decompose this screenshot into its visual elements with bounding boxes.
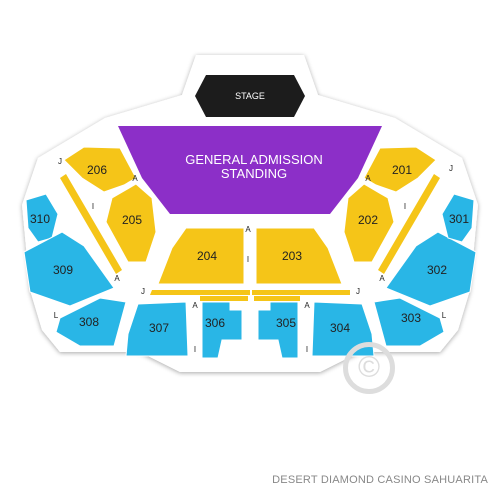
section-general-admission[interactable]: GENERAL ADMISSION STANDING — [118, 126, 382, 214]
ga-label-line1: GENERAL ADMISSION — [185, 152, 323, 167]
section-302-label: 302 — [427, 263, 447, 277]
aisle-label-i: I — [92, 202, 94, 211]
section-301[interactable]: 301 — [441, 193, 475, 243]
aisle-label-j: J — [58, 157, 62, 166]
section-204[interactable]: 204 — [157, 227, 245, 285]
aisle-label-a: A — [114, 274, 120, 283]
aisle-label-i: I — [306, 345, 308, 354]
aisle-label-i: I — [194, 345, 196, 354]
section-305[interactable]: 305 — [257, 301, 299, 359]
aisle-label-a: A — [365, 174, 371, 183]
section-302[interactable]: 302 — [385, 231, 477, 307]
section-306[interactable]: 306 — [201, 301, 243, 359]
aisle-label-a: A — [245, 225, 251, 234]
section-304-label: 304 — [330, 321, 350, 335]
aisle-label-j: J — [449, 164, 453, 173]
venue-name: DESERT DIAMOND CASINO SAHUARITA — [272, 474, 488, 486]
aisle-label-l: L — [54, 311, 59, 320]
section-205[interactable]: 205 — [105, 183, 157, 263]
aisle-label-j: J — [356, 287, 360, 296]
copyright-watermark-icon: © — [343, 342, 395, 394]
section-303-label: 303 — [401, 311, 421, 325]
section-310[interactable]: 310 — [25, 193, 59, 243]
aisle-label-i: I — [247, 255, 249, 264]
aisle-label-a: A — [379, 274, 385, 283]
section-203[interactable]: 203 — [255, 227, 343, 285]
section-203-label: 203 — [282, 249, 302, 263]
walkway-strips — [60, 174, 440, 301]
section-206-label: 206 — [87, 163, 107, 177]
aisle-label-l: L — [442, 311, 447, 320]
ga-label-line2: STANDING — [221, 166, 287, 181]
section-306-label: 306 — [205, 316, 225, 330]
section-308-label: 308 — [79, 315, 99, 329]
section-310-label: 310 — [30, 212, 50, 226]
section-305-label: 305 — [276, 316, 296, 330]
section-206[interactable]: 206 — [63, 146, 137, 193]
aisle-markers: J A I A I A I J A J L A I A I A J L — [54, 157, 453, 354]
section-307[interactable]: 307 — [125, 301, 189, 357]
section-309[interactable]: 309 — [23, 231, 115, 307]
section-202[interactable]: 202 — [343, 183, 395, 263]
stage: STAGE — [195, 75, 305, 117]
section-202-label: 202 — [358, 213, 378, 227]
section-204-label: 204 — [197, 249, 217, 263]
aisle-label-a: A — [132, 174, 138, 183]
aisle-label-j: J — [141, 287, 145, 296]
section-205-label: 205 — [122, 213, 142, 227]
section-201-label: 201 — [392, 163, 412, 177]
copyright-symbol: © — [357, 351, 381, 384]
section-201[interactable]: 201 — [363, 146, 437, 193]
section-301-label: 301 — [449, 212, 469, 226]
aisle-label-a: A — [192, 301, 198, 310]
stage-label: STAGE — [235, 91, 265, 101]
section-307-label: 307 — [149, 321, 169, 335]
section-309-label: 309 — [53, 263, 73, 277]
aisle-label-i: I — [404, 202, 406, 211]
section-308[interactable]: 308 — [55, 297, 127, 347]
section-303[interactable]: 303 — [373, 297, 445, 347]
aisle-label-a: A — [304, 301, 310, 310]
section-304[interactable]: 304 — [311, 301, 375, 357]
